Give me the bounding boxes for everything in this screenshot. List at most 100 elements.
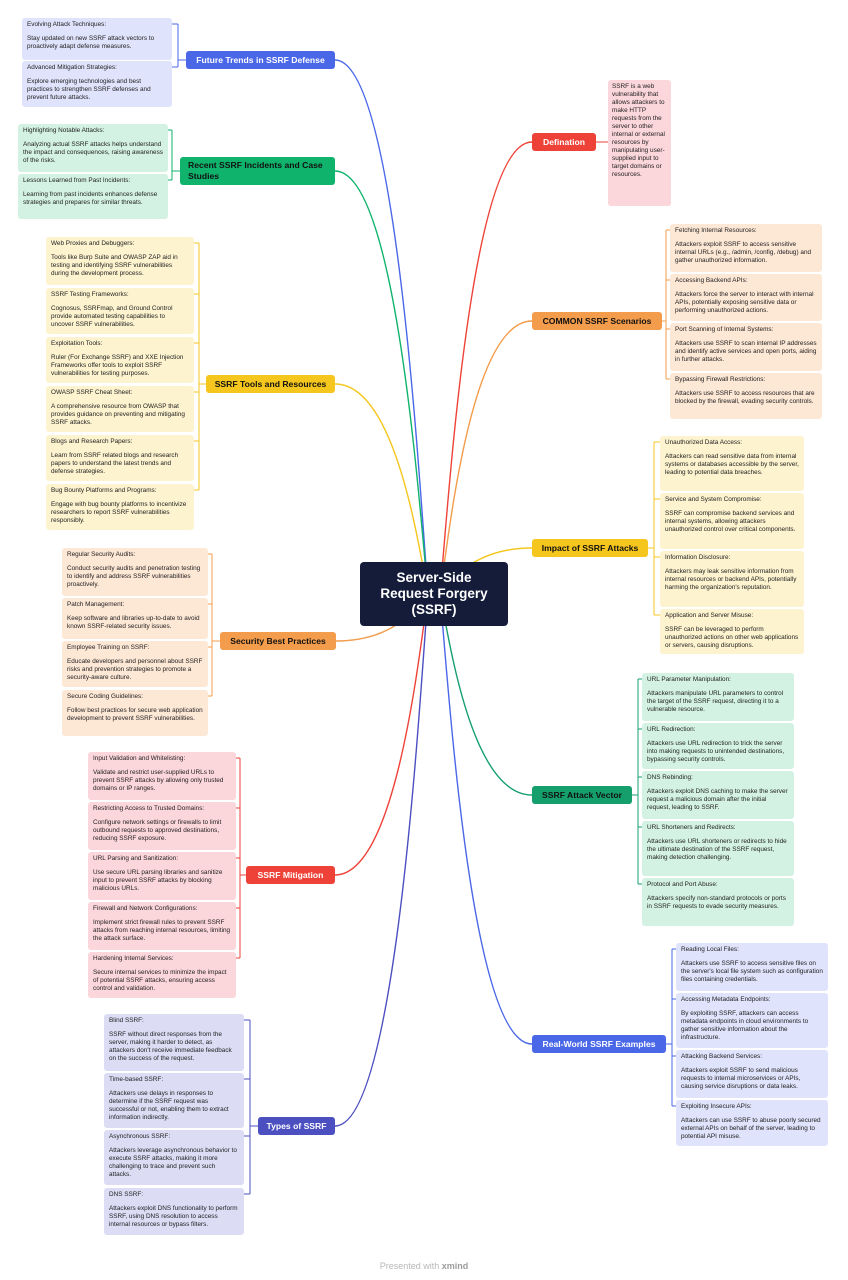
subtopic-card[interactable]: Application and Server Misuse:SSRF can b…: [660, 609, 804, 654]
topic-future[interactable]: Future Trends in SSRF Defense: [186, 51, 335, 69]
subtopic-card[interactable]: Advanced Mitigation Strategies:Explore e…: [22, 61, 172, 107]
subtopic-body: Ruler (For Exchange SSRF) and XXE Inject…: [51, 354, 184, 377]
subtopic-card[interactable]: OWASP SSRF Cheat Sheet:A comprehensive r…: [46, 386, 194, 432]
topic-best[interactable]: Security Best Practices: [220, 632, 336, 650]
subtopic-card[interactable]: Reading Local Files:Attackers use SSRF t…: [676, 943, 828, 991]
central-topic[interactable]: Server-Side Request Forgery (SSRF): [360, 562, 508, 626]
subtopic-body: Follow best practices for secure web app…: [67, 707, 203, 722]
trunk-line-mitigation: [334, 593, 429, 876]
subtopic-card[interactable]: Exploitation Tools:Ruler (For Exchange S…: [46, 337, 194, 383]
central-topic-line-2: Request Forgery: [380, 586, 488, 601]
subtopic-title: Time-based SSRF:: [109, 1076, 164, 1083]
subtopic-body: Learning from past incidents enhances de…: [23, 191, 158, 206]
subtopic-body: Use secure URL parsing libraries and san…: [93, 869, 223, 892]
topic-incidents[interactable]: Recent SSRF Incidents and Case Studies: [180, 157, 335, 185]
subtopic-card[interactable]: Patch Management:Keep software and libra…: [62, 598, 208, 639]
subtopic-body: Validate and restrict user-supplied URLs…: [93, 769, 224, 792]
subtopic-card[interactable]: Firewall and Network Configurations: Impl…: [88, 902, 236, 950]
subtopic-body: Attackers exploit SSRF to access sensiti…: [675, 241, 812, 264]
subtopic-title: Blind SSRF:: [109, 1017, 144, 1024]
subtopic-card[interactable]: Evolving Attack Techniques:Stay updated …: [22, 18, 172, 60]
subtopic-card[interactable]: DNS SSRF: Attackers exploit DNS functiona…: [104, 1188, 244, 1235]
subtopic-title: Input Validation and Whitelisting:: [93, 755, 186, 762]
subtopic-card[interactable]: Attacking Backend Services:Attackers exp…: [676, 1050, 828, 1098]
topic-mitigation[interactable]: SSRF Mitigation: [246, 866, 335, 884]
topic-label: COMMON SSRF Scenarios: [542, 316, 652, 326]
topic-types[interactable]: Types of SSRF: [258, 1117, 335, 1135]
subtopic-title: DNS SSRF:: [109, 1191, 144, 1198]
subtopic-card[interactable]: SSRF Testing Frameworks:Cognosus, SSRFma…: [46, 288, 194, 334]
subtopic-body: By exploiting SSRF, attackers can access…: [681, 1010, 809, 1041]
subtopic-card[interactable]: Restricting Access to Trusted Domains: Co…: [88, 802, 236, 850]
subtopic-card[interactable]: Unauthorized Data Access:Attackers can r…: [660, 436, 804, 491]
subtopic-card[interactable]: Lessons Learned from Past Incidents: Lear…: [18, 174, 168, 219]
topic-definition[interactable]: Defination: [532, 133, 596, 151]
subtopic-body: Attackers use SSRF to scan internal IP a…: [675, 340, 817, 363]
subtopic-card[interactable]: Time-based SSRF:Attackers use delays in …: [104, 1073, 244, 1128]
footer-credit: Presented with xmind: [0, 1261, 848, 1271]
topic-impact[interactable]: Impact of SSRF Attacks: [532, 539, 648, 557]
subtopic-card[interactable]: Blind SSRF:SSRF without direct responses…: [104, 1014, 244, 1071]
subtopic-title: Exploiting Insecure APIs:: [681, 1103, 752, 1110]
subtopic-card[interactable]: Bypassing Firewall Restrictions:Attacker…: [670, 373, 822, 419]
subtopic-card[interactable]: URL Parameter Manipulation:Attackers man…: [642, 673, 794, 721]
subtopic-card[interactable]: Fetching Internal Resources:Attackers ex…: [670, 224, 822, 272]
topic-label: SSRF Mitigation: [257, 870, 324, 880]
subtopic-title: Information Disclosure:: [665, 554, 731, 561]
subtopic-card[interactable]: Highlighting Notable Attacks:Analyzing a…: [18, 124, 168, 172]
subtopic-body: Implement strict firewall rules to preve…: [93, 919, 231, 942]
subtopic-body: Cognosus, SSRFmap, and Ground Control pr…: [51, 305, 173, 328]
subtopic-body: Attackers can use SSRF to abuse poorly s…: [681, 1117, 821, 1140]
subtopic-card[interactable]: Hardening Internal Services:Secure inter…: [88, 952, 236, 998]
subtopic-card[interactable]: Blogs and Research Papers:Learn from SSR…: [46, 435, 194, 481]
topic-label: Real-World SSRF Examples: [542, 1039, 656, 1049]
subtopic-card[interactable]: Service and System Compromise:SSRF can c…: [660, 493, 804, 549]
topic-scenarios[interactable]: COMMON SSRF Scenarios: [532, 312, 662, 330]
subtopic-card[interactable]: Regular Security Audits:Conduct security…: [62, 548, 208, 596]
trunk-line-incidents: [334, 170, 429, 595]
subtopic-card[interactable]: Port Scanning of Internal Systems:Attack…: [670, 323, 822, 371]
subtopic-card[interactable]: Exploiting Insecure APIs: Attackers can u…: [676, 1100, 828, 1146]
subtopic-card[interactable]: Protocol and Port Abuse:Attackers specif…: [642, 878, 794, 926]
subtopic-title: Blogs and Research Papers:: [51, 438, 133, 445]
subtopic-card[interactable]: Web Proxies and Debuggers:Tools like Bur…: [46, 237, 194, 285]
subtopic-title: URL Parameter Manipulation:: [647, 676, 731, 683]
subtopic-body: SSRF can be leveraged to perform unautho…: [665, 626, 799, 649]
subtopic-title: Secure Coding Guidelines:: [67, 693, 144, 700]
subtopic-title: Restricting Access to Trusted Domains:: [93, 805, 205, 812]
subtopic-title: Bug Bounty Platforms and Programs:: [51, 487, 157, 494]
subtopic-title: Lessons Learned from Past Incidents:: [23, 177, 131, 184]
subtopic-title: Firewall and Network Configurations:: [93, 905, 198, 912]
subtopic-card[interactable]: DNS Rebinding:Attackers exploit DNS cach…: [642, 771, 794, 819]
subtopic-title: Accessing Backend APIs:: [675, 277, 748, 284]
subtopic-title: Service and System Compromise:: [665, 496, 762, 503]
topic-tools[interactable]: SSRF Tools and Resources: [206, 375, 335, 393]
subtopic-body: Configure network settings or firewalls …: [93, 819, 222, 842]
subtopic-card[interactable]: Accessing Backend APIs: Attackers force t…: [670, 274, 822, 321]
topic-label: Future Trends in SSRF Defense: [196, 55, 325, 65]
subtopic-body: Attackers exploit DNS caching to make th…: [647, 788, 788, 811]
subtopic-body: Attackers exploit DNS functionality to p…: [109, 1205, 238, 1228]
trunk-line-types: [334, 593, 429, 1127]
subtopic-body: Keep software and libraries up-to-date t…: [67, 615, 200, 630]
subtopic-card[interactable]: URL Shorteners and Redirects:Attackers u…: [642, 821, 794, 876]
subtopic-card[interactable]: Secure Coding Guidelines: Follow best pra…: [62, 690, 208, 736]
topic-realworld[interactable]: Real-World SSRF Examples: [532, 1035, 666, 1053]
subtopic-body: Explore emerging technologies and best p…: [27, 78, 151, 101]
topic-label: SSRF Attack Vector: [542, 790, 622, 800]
subtopic-card[interactable]: Information Disclosure:Attackers may lea…: [660, 551, 804, 607]
subtopic-card[interactable]: URL Parsing and Sanitization:Use secure …: [88, 852, 236, 900]
subtopic-card[interactable]: Input Validation and Whitelisting: Valida…: [88, 752, 236, 800]
subtopic-card[interactable]: Accessing Metadata Endpoints: By exploiti…: [676, 993, 828, 1048]
topic-vector[interactable]: SSRF Attack Vector: [532, 786, 632, 804]
topic-label: Impact of SSRF Attacks: [541, 543, 639, 553]
subtopic-title: Accessing Metadata Endpoints:: [681, 996, 771, 1003]
subtopic-card[interactable]: Employee Training on SSRF:Educate develo…: [62, 641, 208, 687]
subtopic-body: Attackers force the server to interact w…: [675, 291, 814, 314]
subtopic-title: URL Shorteners and Redirects:: [647, 824, 736, 831]
subtopic-card[interactable]: Bug Bounty Platforms and Programs:Engage…: [46, 484, 194, 530]
subtopic-body: Attackers use URL redirection to trick t…: [647, 740, 785, 763]
subtopic-card[interactable]: URL Redirection:Attackers use URL redire…: [642, 723, 794, 769]
subtopic-card[interactable]: Asynchronous SSRF:Attackers leverage asy…: [104, 1130, 244, 1185]
